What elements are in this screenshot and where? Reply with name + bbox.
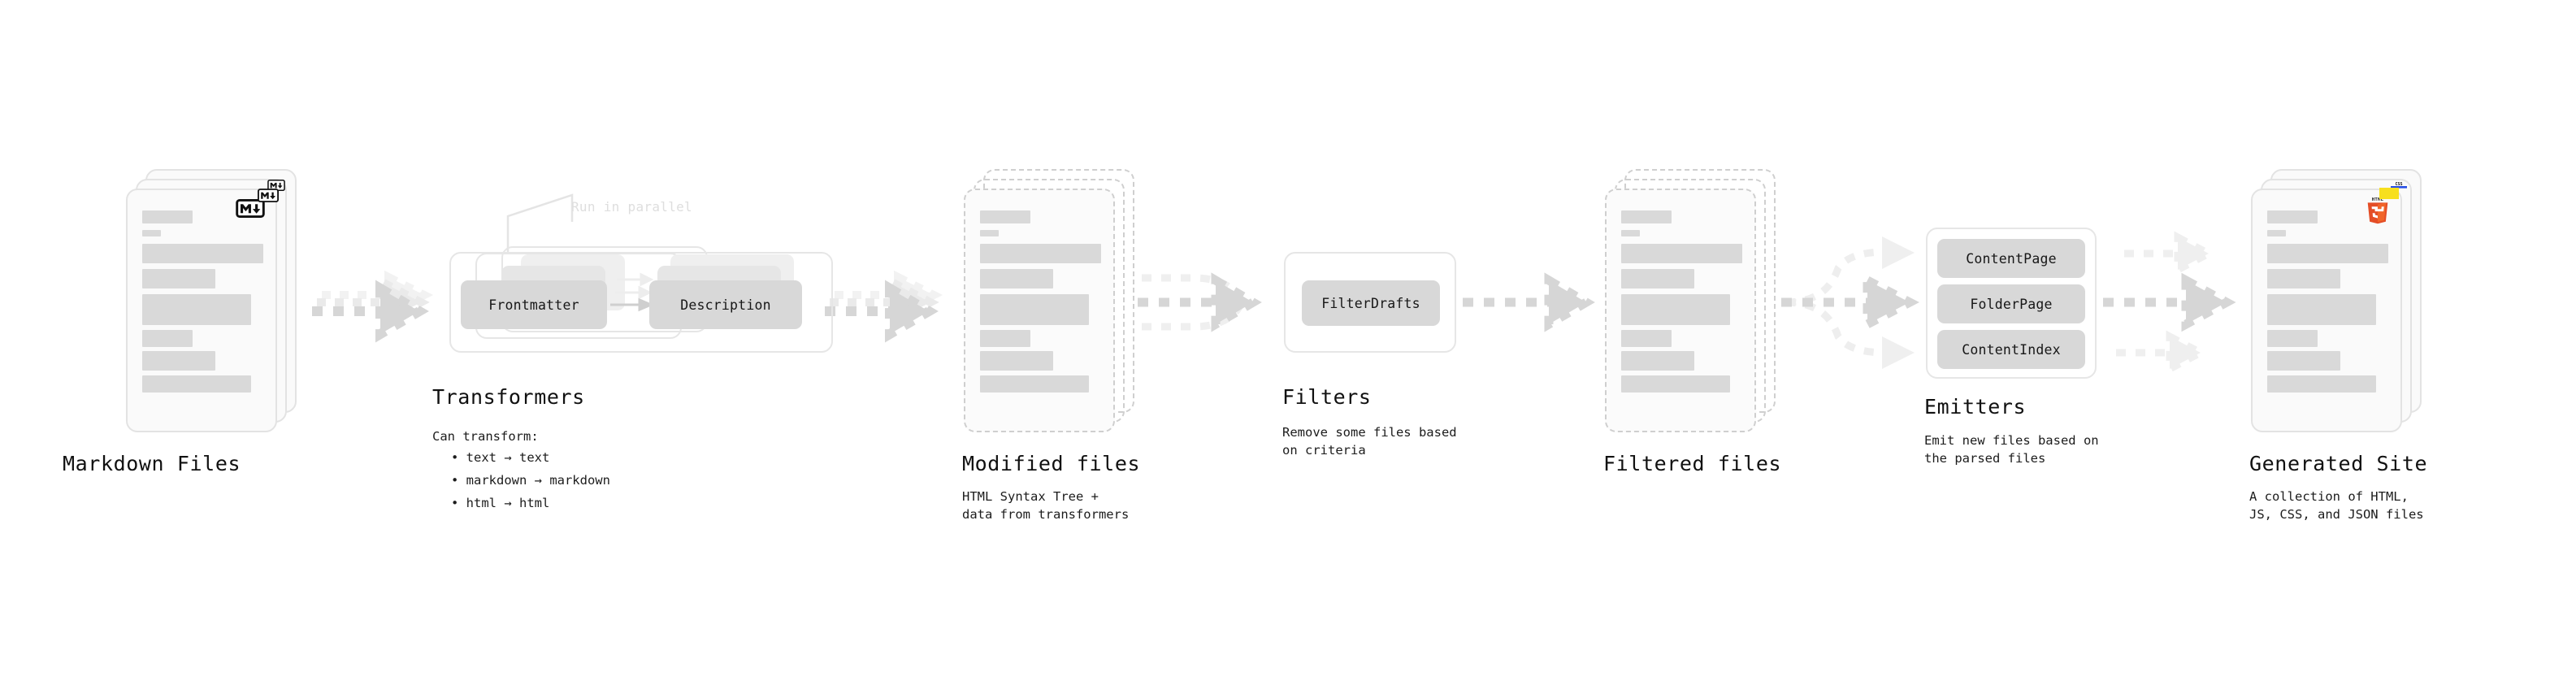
svg-text:CSS: CSS <box>2395 182 2402 187</box>
stage-title-filtered-files: Filtered files <box>1603 452 1782 475</box>
skeleton-line <box>2267 269 2340 288</box>
chip-description[interactable]: Description <box>649 280 802 329</box>
generated-site-desc: A collection of HTML, JS, CSS, and JSON … <box>2249 489 2424 522</box>
chip-filterdrafts-label: FilterDrafts <box>1321 295 1420 311</box>
skeleton-line <box>980 330 1030 347</box>
javascript-icon <box>2379 187 2399 202</box>
skeleton-line <box>1621 351 1694 371</box>
stage-title-filters: Filters <box>1282 385 1372 409</box>
skeleton-line <box>142 269 215 288</box>
skeleton-line <box>980 244 1101 263</box>
chip-contentindex-label: ContentIndex <box>1962 341 2061 358</box>
arrow-filtered-to-emitters <box>1781 236 1919 369</box>
transformers-bullet-3: • html → html <box>451 496 550 510</box>
transformer-inner-arrows <box>610 272 654 312</box>
markdown-icon <box>236 198 265 221</box>
skeleton-line <box>980 269 1053 288</box>
skeleton-line <box>2267 210 2318 223</box>
skeleton-line <box>1621 210 1672 223</box>
transformers-bullet-2: • markdown → markdown <box>451 473 610 488</box>
stage-title-transformers: Transformers <box>432 385 585 409</box>
js-glyph <box>2379 188 2399 199</box>
modified-files-desc: HTML Syntax Tree + data from transformer… <box>962 489 1130 522</box>
skeleton-line <box>980 230 999 236</box>
skeleton-line <box>1621 230 1640 236</box>
markdown-file-stack <box>126 169 297 432</box>
stage-title-emitters: Emitters <box>1924 395 2027 419</box>
markdown-glyph <box>267 180 285 192</box>
arrow-markdown-to-transformers <box>312 270 434 343</box>
skeleton-line <box>1621 244 1742 263</box>
skeleton-line <box>1621 330 1672 347</box>
arrow-modified-to-filters <box>1138 272 1262 332</box>
stage-title-modified-files: Modified files <box>962 452 1141 475</box>
chip-folderpage[interactable]: FolderPage <box>1937 284 2085 323</box>
chip-contentindex[interactable]: ContentIndex <box>1937 330 2085 369</box>
skeleton-line <box>142 210 193 223</box>
skeleton-line <box>1621 375 1730 393</box>
skeleton-line <box>1621 269 1694 288</box>
skeleton-line <box>2267 294 2376 325</box>
chip-frontmatter[interactable]: Frontmatter <box>461 280 607 329</box>
skeleton-line <box>142 230 161 236</box>
skeleton-line <box>2267 244 2388 263</box>
skeleton-line <box>2267 375 2376 393</box>
run-in-parallel-label: Run in parallel <box>571 199 692 215</box>
file-card-front <box>126 189 277 432</box>
skeleton-line <box>2267 351 2340 371</box>
chip-frontmatter-label: Frontmatter <box>488 297 579 313</box>
skeleton-line <box>142 294 251 325</box>
skeleton-line <box>980 375 1089 393</box>
skeleton-line <box>2267 330 2318 347</box>
file-card-front <box>1605 189 1756 432</box>
html5-icon: HTML <box>2365 195 2391 228</box>
html5-glyph: HTML <box>2367 197 2388 224</box>
chip-description-label: Description <box>680 297 771 313</box>
svg-text:HTML: HTML <box>2372 197 2384 202</box>
skeleton-line <box>142 330 193 347</box>
chip-folderpage-label: FolderPage <box>1970 296 2053 312</box>
transformers-bullet-1: • text → text <box>451 450 550 465</box>
chip-contentpage[interactable]: ContentPage <box>1937 239 2085 278</box>
markdown-icon-mini-middle <box>258 189 280 202</box>
skeleton-line <box>142 244 263 263</box>
filters-desc: Remove some files based on criteria <box>1282 425 1457 458</box>
css-glyph: CSS <box>2391 182 2407 189</box>
arrow-filters-to-filtered <box>1463 272 1595 332</box>
skeleton-line <box>980 351 1053 371</box>
file-card-front <box>964 189 1115 432</box>
stage-title-generated-site: Generated Site <box>2249 452 2428 475</box>
generated-site-file-stack: CSS HTML <box>2251 169 2422 432</box>
skeleton-line <box>2267 230 2286 236</box>
markdown-glyph <box>236 198 265 219</box>
chip-filterdrafts[interactable]: FilterDrafts <box>1302 280 1440 326</box>
file-card-front-html: HTML <box>2251 189 2402 432</box>
skeleton-line <box>142 351 215 371</box>
css-icon: CSS <box>2389 177 2409 193</box>
skeleton-line <box>980 294 1089 325</box>
markdown-icon-mini-back <box>267 179 285 192</box>
filtered-file-stack <box>1605 169 1776 432</box>
skeleton-line <box>1621 294 1730 325</box>
arrow-emitters-to-site <box>2103 231 2236 375</box>
emitters-desc: Emit new files based on the parsed files <box>1924 433 2099 466</box>
markdown-glyph <box>258 189 280 202</box>
transformers-desc: Can transform: <box>432 429 539 444</box>
skeleton-line <box>980 210 1030 223</box>
skeleton-line <box>142 375 251 393</box>
stage-title-markdown-files: Markdown Files <box>63 452 241 475</box>
chip-contentpage-label: ContentPage <box>1966 250 2057 267</box>
modified-file-stack <box>964 169 1134 432</box>
